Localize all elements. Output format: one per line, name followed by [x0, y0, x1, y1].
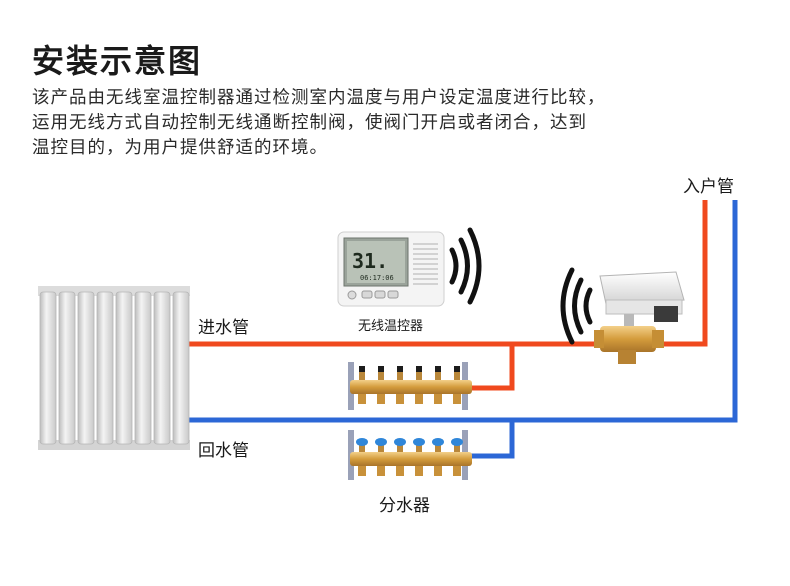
radiator-icon	[38, 286, 190, 450]
thermostat-temperature: 31.	[352, 249, 388, 273]
manifold-icon	[348, 430, 472, 480]
manifold-port	[435, 372, 441, 380]
manifold-port	[377, 394, 385, 404]
manifold-port	[359, 444, 365, 452]
valve-icon	[594, 271, 685, 364]
thermostat-icon	[337, 231, 445, 307]
manifold-port	[397, 444, 403, 452]
manifold-port	[415, 394, 423, 404]
manifold-port	[416, 366, 422, 372]
thermostat-label: 无线温控器	[358, 319, 424, 334]
manifold-port	[453, 394, 461, 404]
radiator-fin	[58, 291, 76, 445]
manifold-port	[378, 366, 384, 372]
radiator-fin	[115, 291, 133, 445]
manifold-port	[434, 466, 442, 476]
manifold-port	[454, 366, 460, 372]
description-line: 温控目的，为用户提供舒适的环境。	[32, 138, 328, 158]
radiator-fin	[153, 291, 171, 445]
description: 该产品由无线室温控制器通过检测室内温度与用户设定温度进行比较， 运用无线方式自动…	[32, 86, 762, 161]
manifold-port	[359, 372, 365, 380]
signal-waves-icon	[560, 267, 593, 345]
radiator-fin	[96, 291, 114, 445]
manifold-port	[378, 444, 384, 452]
radiator-fin	[77, 291, 95, 445]
supply-pipe	[188, 200, 708, 391]
description-line: 该产品由无线室温控制器通过检测室内温度与用户设定温度进行比较，	[32, 88, 606, 108]
manifold-port	[434, 394, 442, 404]
return-pipe	[188, 200, 738, 459]
manifold-port	[375, 438, 387, 446]
page-title: 安装示意图	[32, 42, 203, 80]
manifold-port	[415, 466, 423, 476]
description-line: 运用无线方式自动控制无线通断控制阀，使阀门开启或者闭合，达到	[32, 113, 587, 133]
manifold-port	[358, 466, 366, 476]
manifold-port	[359, 366, 365, 372]
manifold-port	[435, 444, 441, 452]
manifold-port	[454, 444, 460, 452]
manifold-port	[416, 372, 422, 380]
manifold-port	[377, 466, 385, 476]
manifold-port	[454, 372, 460, 380]
signal-waves-icon	[449, 227, 482, 305]
manifold-port	[432, 438, 444, 446]
manifold-icon	[348, 362, 472, 410]
manifold-port	[435, 366, 441, 372]
radiator-fin	[172, 291, 190, 445]
manifold-port	[396, 394, 404, 404]
manifold-port	[397, 372, 403, 380]
thermostat-clock: 06:17:06	[360, 274, 394, 282]
manifold-port	[358, 394, 366, 404]
radiator-fin	[134, 291, 152, 445]
manifold-port	[453, 466, 461, 476]
return-pipe-label: 回水管	[198, 441, 249, 461]
manifold-port	[413, 438, 425, 446]
supply-pipe-label: 进水管	[198, 318, 249, 338]
manifold-port	[397, 366, 403, 372]
manifold-port	[356, 438, 368, 446]
manifold-port	[394, 438, 406, 446]
manifold-port	[416, 444, 422, 452]
manifold-label: 分水器	[379, 496, 430, 516]
manifold-port	[451, 438, 463, 446]
radiator-fin	[39, 291, 57, 445]
inlet-pipe-label: 入户管	[683, 177, 734, 197]
manifold-port	[378, 372, 384, 380]
manifold-port	[396, 466, 404, 476]
